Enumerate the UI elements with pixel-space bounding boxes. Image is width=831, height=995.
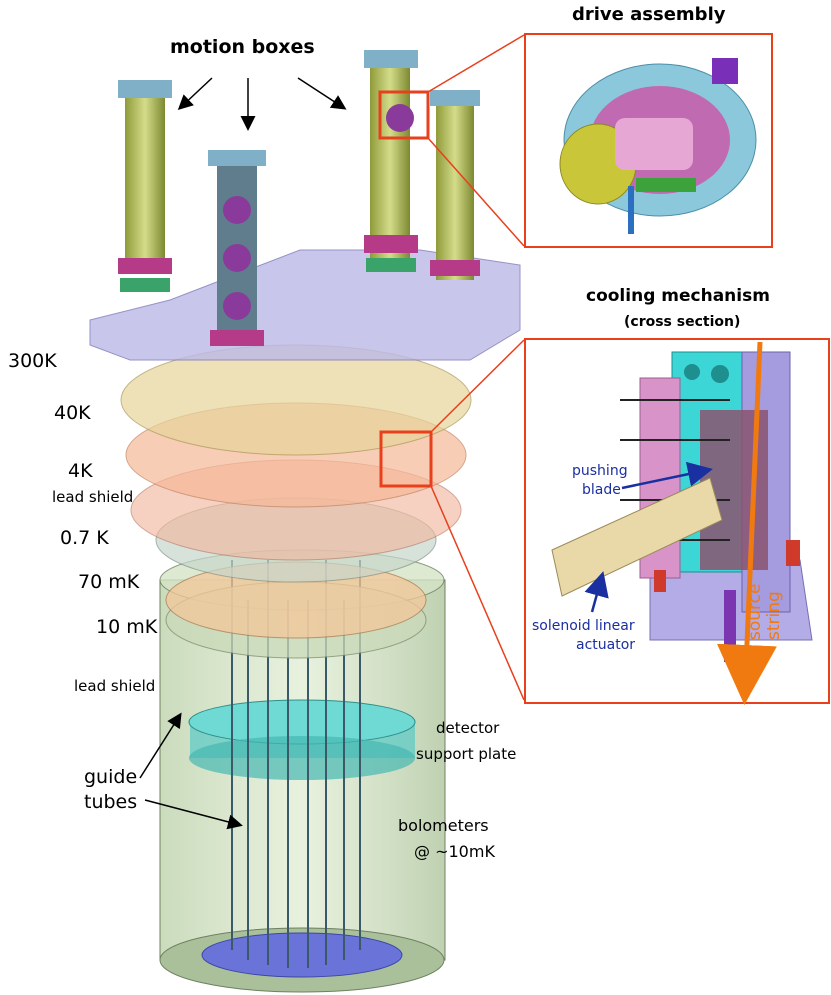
source-string-label-line2: string — [764, 591, 784, 640]
drive-assembly-title: drive assembly — [572, 4, 726, 25]
solenoid-arrow-top — [584, 571, 609, 613]
guide-arrow-1 — [139, 712, 182, 779]
bolometers-label-line2: @ ~10mK — [414, 842, 495, 861]
motion-boxes-label: motion boxes — [170, 36, 315, 58]
source-string-label-line1: source — [745, 583, 765, 640]
temp-label-07k: 0.7 K — [60, 527, 109, 549]
pushing-blade-arrow-top — [621, 461, 713, 490]
drive-assembly-art — [559, 58, 757, 234]
lead-shield-label-bottom: lead shield — [74, 677, 156, 695]
temp-label-4k: 4K — [68, 460, 93, 482]
solenoid-label-line2: actuator — [576, 637, 636, 653]
guide-tubes — [231, 560, 361, 968]
guide-arrow-2 — [144, 799, 243, 830]
drive-callout-line-top — [427, 34, 525, 93]
pushing-blade-label-line1: pushing — [572, 463, 628, 479]
solenoid-label-line1: solenoid linear — [532, 618, 635, 634]
cooling-mechanism-callout-box — [379, 430, 433, 488]
motion-box-towers — [118, 50, 480, 346]
motion-box-1 — [118, 80, 172, 292]
motion-box-4 — [430, 90, 480, 280]
drive-callout-line-bottom — [427, 137, 525, 247]
detector-label-line2: support plate — [416, 745, 517, 763]
cross-section-subtitle: (cross section) — [624, 314, 741, 330]
pushing-blade-label-line2: blade — [582, 482, 621, 498]
annotation-arrows — [139, 77, 347, 830]
temp-label-40k: 40K — [54, 402, 91, 424]
temp-label-10mk: 10 mK — [96, 616, 158, 638]
motion-box-2 — [208, 150, 266, 346]
cooling-mechanism-art — [551, 351, 813, 662]
cooling-callout-line-bottom — [430, 485, 525, 701]
cooling-callout-line-top — [430, 339, 525, 433]
cooling-mechanism-title: cooling mechanism — [586, 286, 770, 306]
source-string-arrow-top — [716, 341, 777, 705]
detector-label-line1: detector — [436, 719, 500, 737]
bolometers-label-line1: bolometers — [398, 816, 489, 835]
drive-assembly-callout-box — [378, 90, 430, 140]
lead-shield-label-top: lead shield — [52, 488, 134, 506]
detector-support-plate — [188, 699, 416, 780]
motion-arrow-3 — [297, 77, 347, 110]
guide-tubes-label-line1: guide — [84, 766, 138, 788]
stage-plates — [89, 249, 521, 659]
guide-tubes-label-line2: tubes — [84, 791, 138, 813]
temp-label-70mk: 70 mK — [78, 571, 140, 593]
motion-arrow-1 — [177, 77, 213, 111]
temp-label-300k: 300K — [8, 350, 57, 372]
